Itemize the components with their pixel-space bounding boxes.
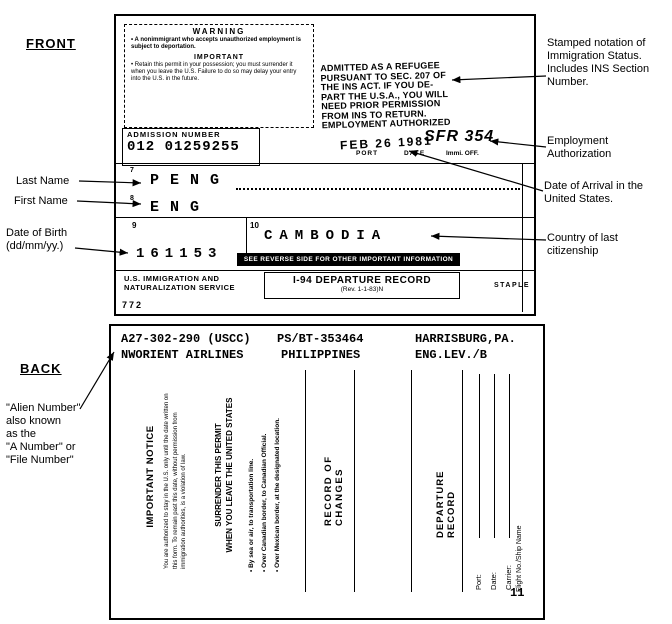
reverse-side-bar: SEE REVERSE SIDE FOR OTHER IMPORTANT INF… xyxy=(237,253,460,266)
country-origin-value: PHILIPPINES xyxy=(281,348,361,362)
carrier-field-rule xyxy=(509,374,510,538)
important-title: IMPORTANT xyxy=(193,54,245,61)
port-field-rule xyxy=(479,374,480,538)
staple-label: STAPLE xyxy=(494,282,531,289)
back-rule-3 xyxy=(411,370,412,592)
admission-number-box: ADMISSION NUMBER 012 01259255 xyxy=(122,128,260,166)
departure-record-heading: DEPARTURE RECORD xyxy=(435,470,457,538)
first-name-value: ENG xyxy=(150,199,211,216)
surrender-bullet-3: • Over Mexican border, at the designated… xyxy=(274,418,281,572)
birth-date-value: 161153 xyxy=(136,246,223,262)
annotation-birth-date: Date of Birth (dd/mm/yy.) xyxy=(6,227,68,252)
important-notice-body: You are authorized to stay in the U.S. o… xyxy=(164,393,187,569)
officer-label: Immi. OFF. xyxy=(446,150,479,157)
surrender-bullet-list: • By sea or air, to transportation line.… xyxy=(245,384,284,572)
flight-field-label: Flight No./Ship Name xyxy=(516,525,523,592)
officer-stamp: SFR 354 xyxy=(424,128,495,145)
i94-front-form: WARNING • A nonimmigrant who accepts una… xyxy=(114,14,536,316)
field8-number: 8 xyxy=(130,195,134,202)
staple-column-rule xyxy=(522,163,523,312)
important-text: • Retain this permit in your possession;… xyxy=(131,62,297,82)
annotation-first-name: First Name xyxy=(14,195,68,207)
back-page-number: 11 xyxy=(510,586,525,600)
port-label: PORT xyxy=(356,150,379,157)
back-rule-2 xyxy=(354,370,355,592)
admission-number-label: ADMISSION NUMBER xyxy=(127,130,221,139)
annotation-stamped-notation: Stamped notation of Immigration Status. … xyxy=(547,37,650,88)
annotation-employment: Employment Authorization xyxy=(547,135,612,160)
annotation-country: Country of last citizenship xyxy=(547,232,618,257)
back-rule-1 xyxy=(305,370,306,592)
last-name-dotted-rule xyxy=(236,188,520,190)
agency-name: U.S. IMMIGRATION AND NATURALIZATION SERV… xyxy=(124,274,236,292)
field9-number: 9 xyxy=(132,221,137,230)
file-reference-value: PS/BT-353464 xyxy=(277,332,364,346)
back-section-label: BACK xyxy=(20,361,62,376)
field7-number: 7 xyxy=(130,167,134,174)
i94-back-form: A27-302-290 (USCC) PS/BT-353464 HARRISBU… xyxy=(109,324,545,620)
field-divider xyxy=(246,217,247,253)
country-value: CAMBODIA xyxy=(264,228,388,244)
date-label: DATE xyxy=(404,150,426,157)
rule-above-footer xyxy=(116,270,534,271)
annotation-last-name: Last Name xyxy=(16,175,70,187)
language-level-value: ENG.LEV./B xyxy=(415,348,488,362)
front-section-label: FRONT xyxy=(26,36,76,51)
form-revision: (Rev. 1-1-83)N xyxy=(340,286,384,293)
warning-title: WARNING xyxy=(192,27,246,36)
rule-under-admission xyxy=(116,163,534,164)
port-field-label: Port: xyxy=(474,574,483,590)
annotation-arrival-date: Date of Arrival in the United States. xyxy=(544,180,644,205)
form-number: 772 xyxy=(122,300,144,310)
immigration-status-stamp: ADMITTED AS A REFUGEE PURSUANT TO SEC. 2… xyxy=(320,60,451,131)
date-field-label: Date: xyxy=(489,572,498,590)
form-title-box: I-94 DEPARTURE RECORD (Rev. 1-1-83)N xyxy=(264,272,460,299)
rule-under-names xyxy=(116,217,534,218)
last-name-value: PENG xyxy=(150,172,231,189)
surrender-bullet-2: • Over Canadian border, to Canadian Offi… xyxy=(261,433,268,572)
carrier-value: NWORIENT AIRLINES xyxy=(121,348,244,362)
surrender-permit-title: SURRENDER THIS PERMIT WHEN YOU LEAVE THE… xyxy=(214,397,234,553)
admission-number-value: 012 01259255 xyxy=(127,139,240,155)
surrender-bullet-1: • By sea or air, to transportation line. xyxy=(248,458,255,572)
carrier-field-label: Carrier: xyxy=(504,564,513,590)
warning-text: • A nonimmigrant who accepts unauthorize… xyxy=(131,37,302,50)
back-rule-4 xyxy=(462,370,463,592)
record-of-changes-heading: RECORD OF CHANGES xyxy=(323,455,345,527)
form-title: I-94 DEPARTURE RECORD xyxy=(292,275,432,286)
warning-box: WARNING • A nonimmigrant who accepts una… xyxy=(124,24,314,128)
alien-number-value: A27-302-290 (USCC) xyxy=(121,332,251,346)
date-field-rule xyxy=(494,374,495,538)
city-value: HARRISBURG,PA. xyxy=(415,332,516,346)
important-notice-title: IMPORTANT NOTICE xyxy=(145,425,156,528)
field10-number: 10 xyxy=(250,221,259,230)
annotation-alien-number: "Alien Number" also known as the "A Numb… xyxy=(6,402,81,466)
